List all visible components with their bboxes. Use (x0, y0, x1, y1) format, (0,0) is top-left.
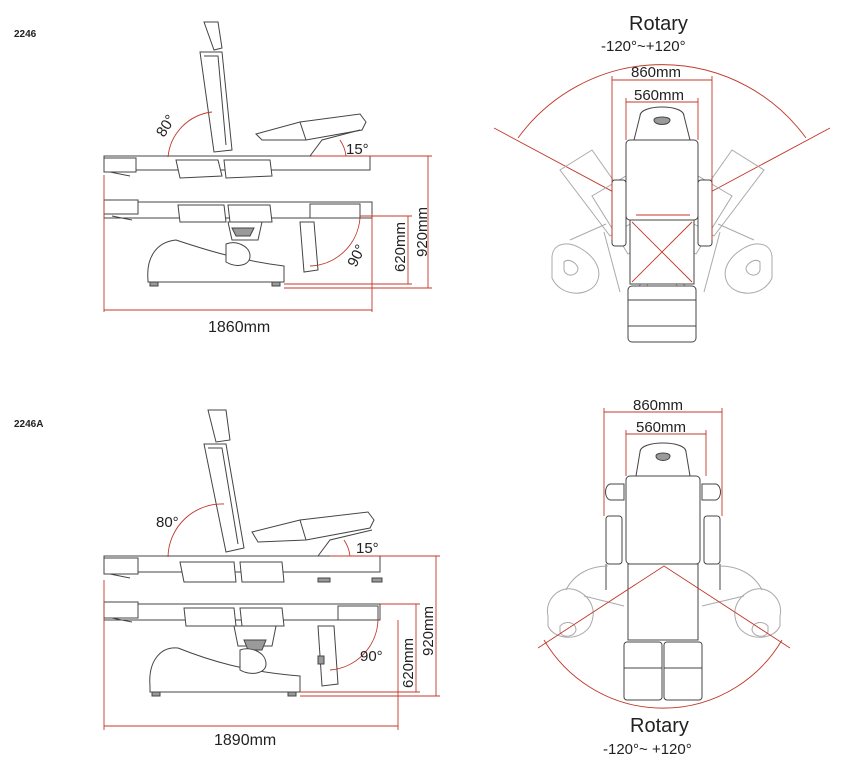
angle-back-2246: 80° (153, 112, 179, 140)
rotary-range-2246: -120°~+120° (601, 38, 686, 55)
dim-length-2246A (103, 580, 399, 730)
height-min-2246: 620mm (392, 222, 409, 272)
dim-width-inner-2246A (625, 430, 707, 476)
height-max-2246A: 920mm (420, 606, 437, 656)
dim-width-inner-2246 (625, 98, 699, 140)
dim-width-outer-2246 (611, 76, 713, 240)
top-view-2246 (493, 64, 831, 343)
angle-foot-2246A: 90° (360, 648, 383, 665)
width-outer-2246: 860mm (631, 64, 681, 81)
side-view-2246-reclined (103, 21, 371, 179)
dim-height-min-2246 (284, 215, 412, 285)
angle-foot-2246: 90° (344, 242, 369, 270)
width-inner-2246: 560mm (634, 87, 684, 104)
top-view-2246A (537, 408, 791, 709)
height-min-2246A: 620mm (400, 638, 417, 688)
model-label-2246: 2246 (14, 29, 37, 40)
angle-back-2246A: 80° (156, 514, 179, 531)
angle-arc-foot-2246 (309, 217, 361, 267)
side-view-2246A-flat (103, 601, 381, 697)
rotary-arc-2246 (517, 64, 807, 139)
width-outer-2246A: 860mm (633, 397, 683, 414)
dim-height-max-2246 (284, 155, 432, 289)
length-2246A: 1890mm (214, 732, 276, 749)
rotary-title-2246: Rotary (629, 13, 688, 35)
rotary-range-2246A: -120°~ +120° (603, 741, 692, 758)
model-label-2246A: 2246A (14, 419, 43, 430)
dim-width-outer-2246A (603, 408, 723, 516)
dim-length-2246 (103, 175, 373, 312)
rotary-title-2246A: Rotary (630, 715, 689, 737)
dim-height-min-2246A (300, 603, 420, 693)
height-max-2246: 920mm (414, 207, 431, 257)
angle-arc-foot-2246A (329, 619, 379, 671)
angle-arc-leg-2246 (339, 139, 347, 157)
length-2246: 1860mm (208, 319, 270, 336)
angle-leg-2246A: 15° (356, 540, 379, 557)
angle-arc-leg-2246A (343, 539, 351, 557)
angle-arc-back-2246 (167, 111, 213, 158)
angle-leg-2246: 15° (346, 141, 369, 158)
angle-arc-back-2246A (167, 503, 225, 558)
rotary-arc-2246A (543, 639, 783, 709)
width-inner-2246A: 560mm (636, 419, 686, 436)
dim-height-max-2246A (300, 555, 440, 697)
side-view-2246-flat (103, 199, 373, 287)
side-view-2246A-reclined (103, 409, 383, 583)
